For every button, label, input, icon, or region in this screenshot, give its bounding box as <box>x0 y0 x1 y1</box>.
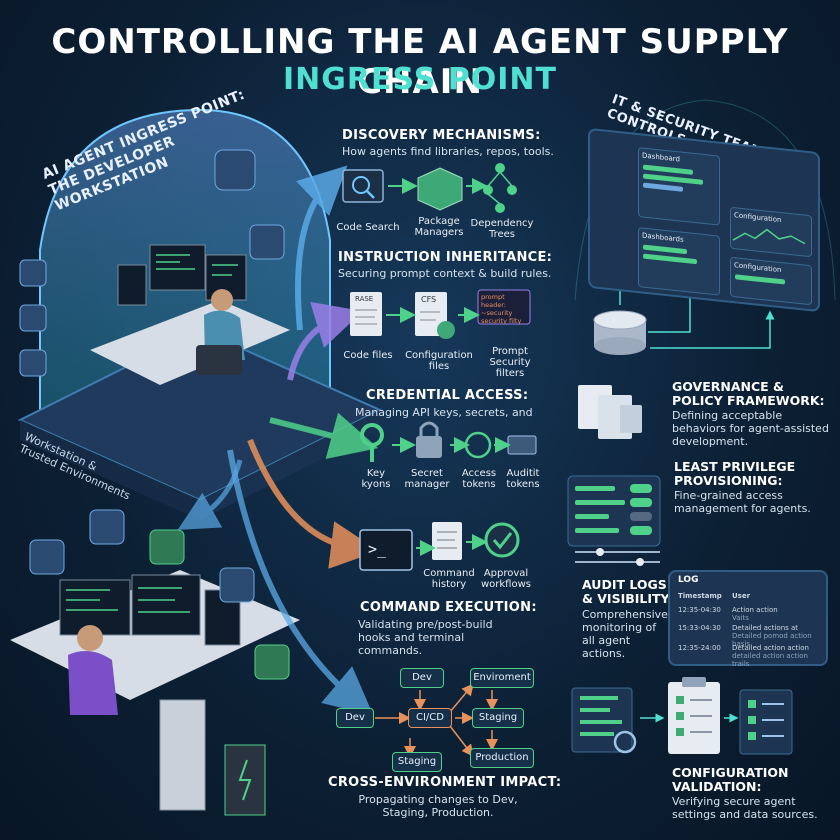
command-heading: COMMAND EXECUTION: <box>360 600 537 615</box>
node-enviroment: Enviroment <box>470 668 534 688</box>
log-row-user: Detailed action action <box>732 644 809 652</box>
prompt-snippet: prompt header: ~security security filty <box>481 293 522 325</box>
command-desc: Validating pre/post-build hooks and term… <box>358 618 493 657</box>
prompt-filters-label: Prompt Security filters <box>489 346 531 379</box>
dash-bar <box>643 253 697 265</box>
control-dashboard-panel: Dashboard Configuration Dashboards Confi… <box>588 127 820 313</box>
audit-tokens-label: Auditit tokens <box>506 468 540 490</box>
node-staging-bottom: Staging <box>392 752 442 772</box>
log-row-detail: Vaits <box>732 614 749 622</box>
package-managers-label: Package Managers <box>414 216 464 238</box>
configuration-files-label: Configuration files <box>405 350 473 372</box>
least-privilege-desc: Fine-grained access management for agent… <box>674 489 811 515</box>
log-row-user: Detailed actions at <box>732 624 799 632</box>
doc-code-label: RASE <box>355 295 374 303</box>
config-validation-desc: Verifying secure agent settings and data… <box>672 795 818 821</box>
approval-workflows-label: Approval workflows <box>480 568 531 590</box>
command-history-label: Command history <box>423 568 475 590</box>
access-tokens-label: Access tokens <box>461 468 497 490</box>
audit-log-panel: LOG Timestamp User 12:35-04:30 Action ac… <box>668 570 828 668</box>
terminal-prompt-icon: >_ <box>368 540 387 558</box>
node-dev-top: Dev <box>400 668 444 688</box>
doc-config-label: CFS <box>421 295 437 304</box>
dash-card-1: Dashboard <box>638 147 720 226</box>
code-files-label: Code files <box>343 350 393 361</box>
log-col-timestamp: Timestamp <box>678 592 722 600</box>
node-cicd: CI/CD <box>408 708 452 728</box>
discovery-desc: How agents find libraries, repos, tools. <box>342 145 554 158</box>
log-col-user: User <box>732 592 751 600</box>
line-chart-icon <box>732 228 806 245</box>
least-privilege-heading: LEAST PRIVILEGE PROVISIONING: <box>674 459 796 488</box>
dash-card-3: Dashboards <box>638 227 720 296</box>
node-production: Production <box>470 748 534 768</box>
instruction-desc: Securing prompt context & build rules. <box>338 267 552 280</box>
dependency-trees-label: Dependency Trees <box>470 218 534 240</box>
log-row-detail: Detailed pomod action basis <box>732 632 812 648</box>
instruction-heading: INSTRUCTION INHERITANCE: <box>338 250 553 265</box>
log-row-time: 15:33-04:30 <box>678 624 721 632</box>
dash-card-4: Configuration <box>730 256 812 306</box>
cross-env-desc: Propagating changes to Dev, Staging, Pro… <box>358 793 518 819</box>
dash-card-2: Configuration <box>730 206 812 258</box>
governance-heading: GOVERNANCE & POLICY FRAMEWORK: <box>672 379 825 408</box>
cross-env-heading: CROSS-ENVIRONMENT IMPACT: <box>328 775 562 790</box>
page-title: CONTROLLING THE AI AGENT SUPPLY CHAIN <box>51 22 789 102</box>
secret-manager-label: Secret manager <box>404 468 450 490</box>
node-dev-left: Dev <box>336 708 374 728</box>
discovery-heading: DISCOVERY MECHANISMS: <box>342 128 541 143</box>
workstation-bottom-illustration <box>10 570 300 816</box>
node-staging-right: Staging <box>472 708 524 728</box>
dash-bar <box>643 182 683 192</box>
credential-desc: Managing API keys, secrets, and <box>355 406 533 419</box>
credential-heading: CREDENTIAL ACCESS: <box>366 388 529 403</box>
log-title: LOG <box>678 575 699 585</box>
log-row-time: 12:35-24:00 <box>678 644 721 652</box>
key-label: Key kyons <box>361 468 391 490</box>
governance-desc: Defining acceptable behaviors for agent-… <box>672 409 829 448</box>
log-row-user: Action action <box>732 606 778 614</box>
code-search-label: Code Search <box>336 222 400 233</box>
page-subtitle: INGRESS POINT <box>282 62 558 97</box>
log-row-time: 12:35-04:30 <box>678 606 721 614</box>
audit-heading: AUDIT LOGS & VISIBILITY: <box>582 577 674 606</box>
log-row-detail: detailed action action trails <box>732 652 808 668</box>
audit-desc: Comprehensive monitoring of all agent ac… <box>582 608 668 660</box>
config-validation-heading: CONFIGURATION VALIDATION: <box>672 765 789 794</box>
